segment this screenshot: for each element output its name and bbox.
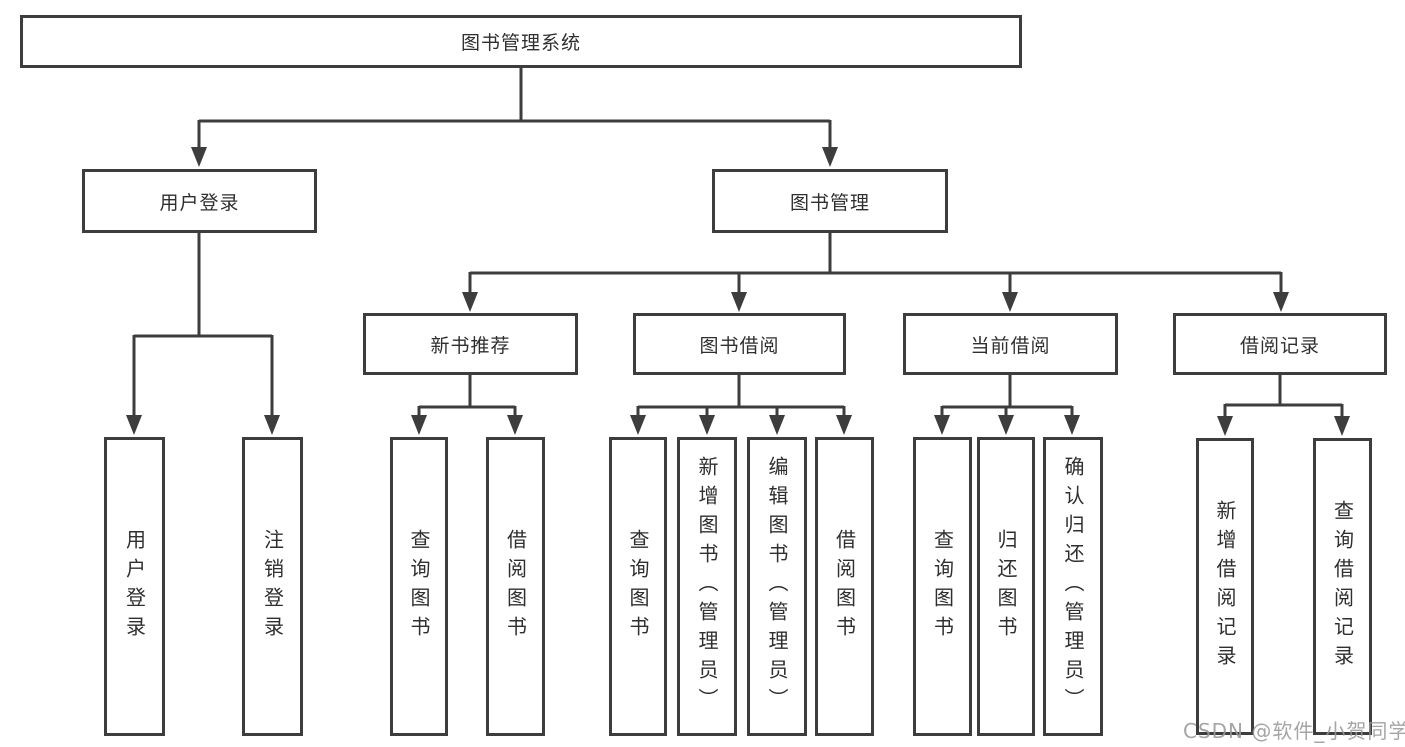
leaf-query-book-recommend-label: 查询图书 xyxy=(407,528,431,645)
node-user-login: 用户登录 xyxy=(82,169,317,233)
node-current-borrow-label: 当前借阅 xyxy=(970,334,1051,357)
node-new-book-recommend-label: 新书推荐 xyxy=(430,334,511,357)
leaf-edit-book-admin-label: 编辑图书（管理员） xyxy=(765,456,789,717)
node-root-label: 图书管理系统 xyxy=(460,32,581,54)
leaf-add-book-admin: 新增图书（管理员） xyxy=(677,437,737,736)
node-current-borrow: 当前借阅 xyxy=(903,313,1118,375)
leaf-query-borrow-record-label: 查询借阅记录 xyxy=(1330,499,1355,674)
node-user-login-label: 用户登录 xyxy=(159,191,240,214)
csdn-watermark: CSDN @软件_小贺同学 xyxy=(1183,719,1405,743)
leaf-query-book-current: 查询图书 xyxy=(913,437,972,736)
node-borrow-record-label: 借阅记录 xyxy=(1239,334,1320,357)
leaf-return-book: 归还图书 xyxy=(977,437,1035,736)
leaf-borrow-book-label: 借阅图书 xyxy=(832,528,857,645)
leaf-logout-label: 注销登录 xyxy=(260,528,285,645)
leaf-add-borrow-record-label: 新增借阅记录 xyxy=(1213,499,1237,674)
leaf-borrow-book-recommend-label: 借阅图书 xyxy=(503,528,528,645)
leaf-logout: 注销登录 xyxy=(242,437,303,736)
leaf-add-book-admin-label: 新增图书（管理员） xyxy=(695,456,719,717)
leaf-borrow-book: 借阅图书 xyxy=(815,437,874,736)
node-book-management: 图书管理 xyxy=(712,169,948,233)
node-root-library-system: 图书管理系统 xyxy=(20,15,1022,68)
leaf-query-borrow-record: 查询借阅记录 xyxy=(1313,438,1372,735)
leaf-query-book-recommend: 查询图书 xyxy=(390,437,448,736)
node-borrow-record: 借阅记录 xyxy=(1173,313,1387,375)
leaf-query-book-current-label: 查询图书 xyxy=(930,528,955,645)
leaf-user-login: 用户登录 xyxy=(104,437,165,736)
leaf-confirm-return-admin: 确认归还（管理员） xyxy=(1043,437,1103,736)
connector-arrowheads xyxy=(126,147,1350,436)
node-book-management-label: 图书管理 xyxy=(789,191,870,214)
leaf-confirm-return-admin-label: 确认归还（管理员） xyxy=(1061,456,1085,717)
leaf-query-book-borrow: 查询图书 xyxy=(609,437,667,736)
node-book-borrow: 图书借阅 xyxy=(633,313,846,375)
node-book-borrow-label: 图书借阅 xyxy=(699,334,780,357)
leaf-borrow-book-recommend: 借阅图书 xyxy=(486,437,545,736)
node-new-book-recommend: 新书推荐 xyxy=(363,313,578,375)
leaf-edit-book-admin: 编辑图书（管理员） xyxy=(747,437,807,736)
leaf-query-book-borrow-label: 查询图书 xyxy=(626,528,650,645)
leaf-user-login-label: 用户登录 xyxy=(122,528,147,645)
leaf-return-book-label: 归还图书 xyxy=(994,528,1018,645)
leaf-add-borrow-record: 新增借阅记录 xyxy=(1196,438,1254,735)
connector-paths xyxy=(132,68,1344,418)
